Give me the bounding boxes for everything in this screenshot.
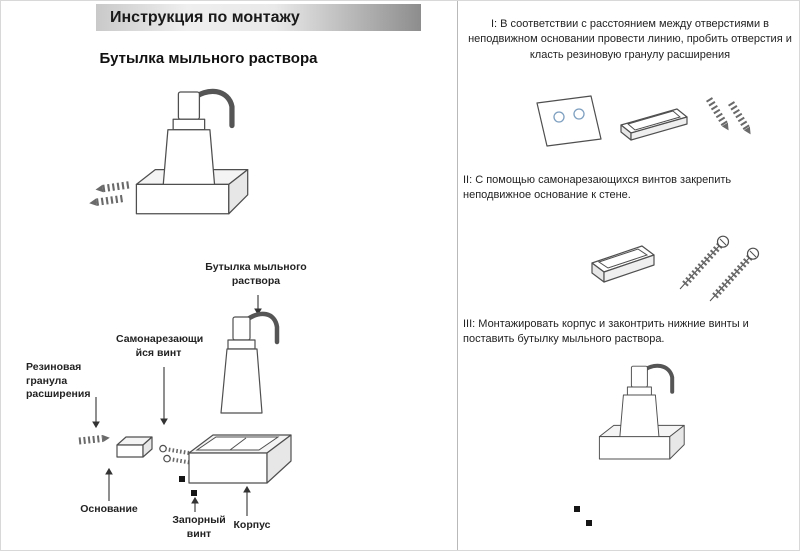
lock-screw-2 xyxy=(191,490,197,496)
lock-screw-1 xyxy=(179,476,185,482)
dispenser-assembled-drawing xyxy=(89,88,249,215)
mounting-screw-2 xyxy=(709,247,760,302)
lock-screw-1 xyxy=(574,506,580,512)
fixed-base-bracket xyxy=(620,108,688,141)
label-base: Основание xyxy=(80,503,138,515)
fixed-base-bracket xyxy=(591,245,655,283)
page-title: Инструкция по монтажу xyxy=(110,8,300,26)
self-tapping-screws xyxy=(159,444,194,465)
pump-head xyxy=(626,363,675,396)
bottle-body xyxy=(162,129,216,193)
step3-text: III: Монтажировать корпус и законтрить н… xyxy=(463,318,749,346)
label-bottle: Бутылка мыльного раствора xyxy=(205,261,307,287)
column-divider xyxy=(457,1,458,550)
base-block xyxy=(116,436,153,458)
lock-screw-2 xyxy=(586,520,592,526)
step1-drawing xyxy=(536,95,751,147)
step2-drawing xyxy=(591,235,760,302)
mounting-screw-1 xyxy=(679,235,730,290)
expansion-anchors xyxy=(706,97,751,135)
marking-plate xyxy=(536,95,602,147)
bottle-body xyxy=(618,394,660,443)
wall-mount xyxy=(598,424,685,460)
bottle-assembly xyxy=(220,311,280,414)
exploded-drawing xyxy=(78,295,292,516)
label-lock-screw: Запорный винт xyxy=(172,514,226,540)
product-subtitle: Бутылка мыльного раствора xyxy=(99,50,318,67)
wall-mount xyxy=(135,169,249,215)
rubber-anchor xyxy=(78,435,110,445)
label-self-tapping-screw: Самонарезающи йся винт xyxy=(116,333,204,359)
body-housing xyxy=(188,434,292,484)
expansion-anchors xyxy=(89,181,131,206)
step3-drawing xyxy=(598,363,685,460)
step2-text: II: С помощью самонарезающихся винтов за… xyxy=(463,174,732,202)
step1-text: I: В соответствии с расстоянием между от… xyxy=(468,18,792,61)
pump-head xyxy=(172,88,235,131)
label-body: Корпус xyxy=(233,519,271,531)
label-rubber-granule: Резиновая гранула расширения xyxy=(26,361,91,401)
page-title-bar: Инструкция по монтажу xyxy=(96,4,421,31)
exploded-view: Бутылка мыльного раствора Самонарезающи … xyxy=(21,257,341,549)
